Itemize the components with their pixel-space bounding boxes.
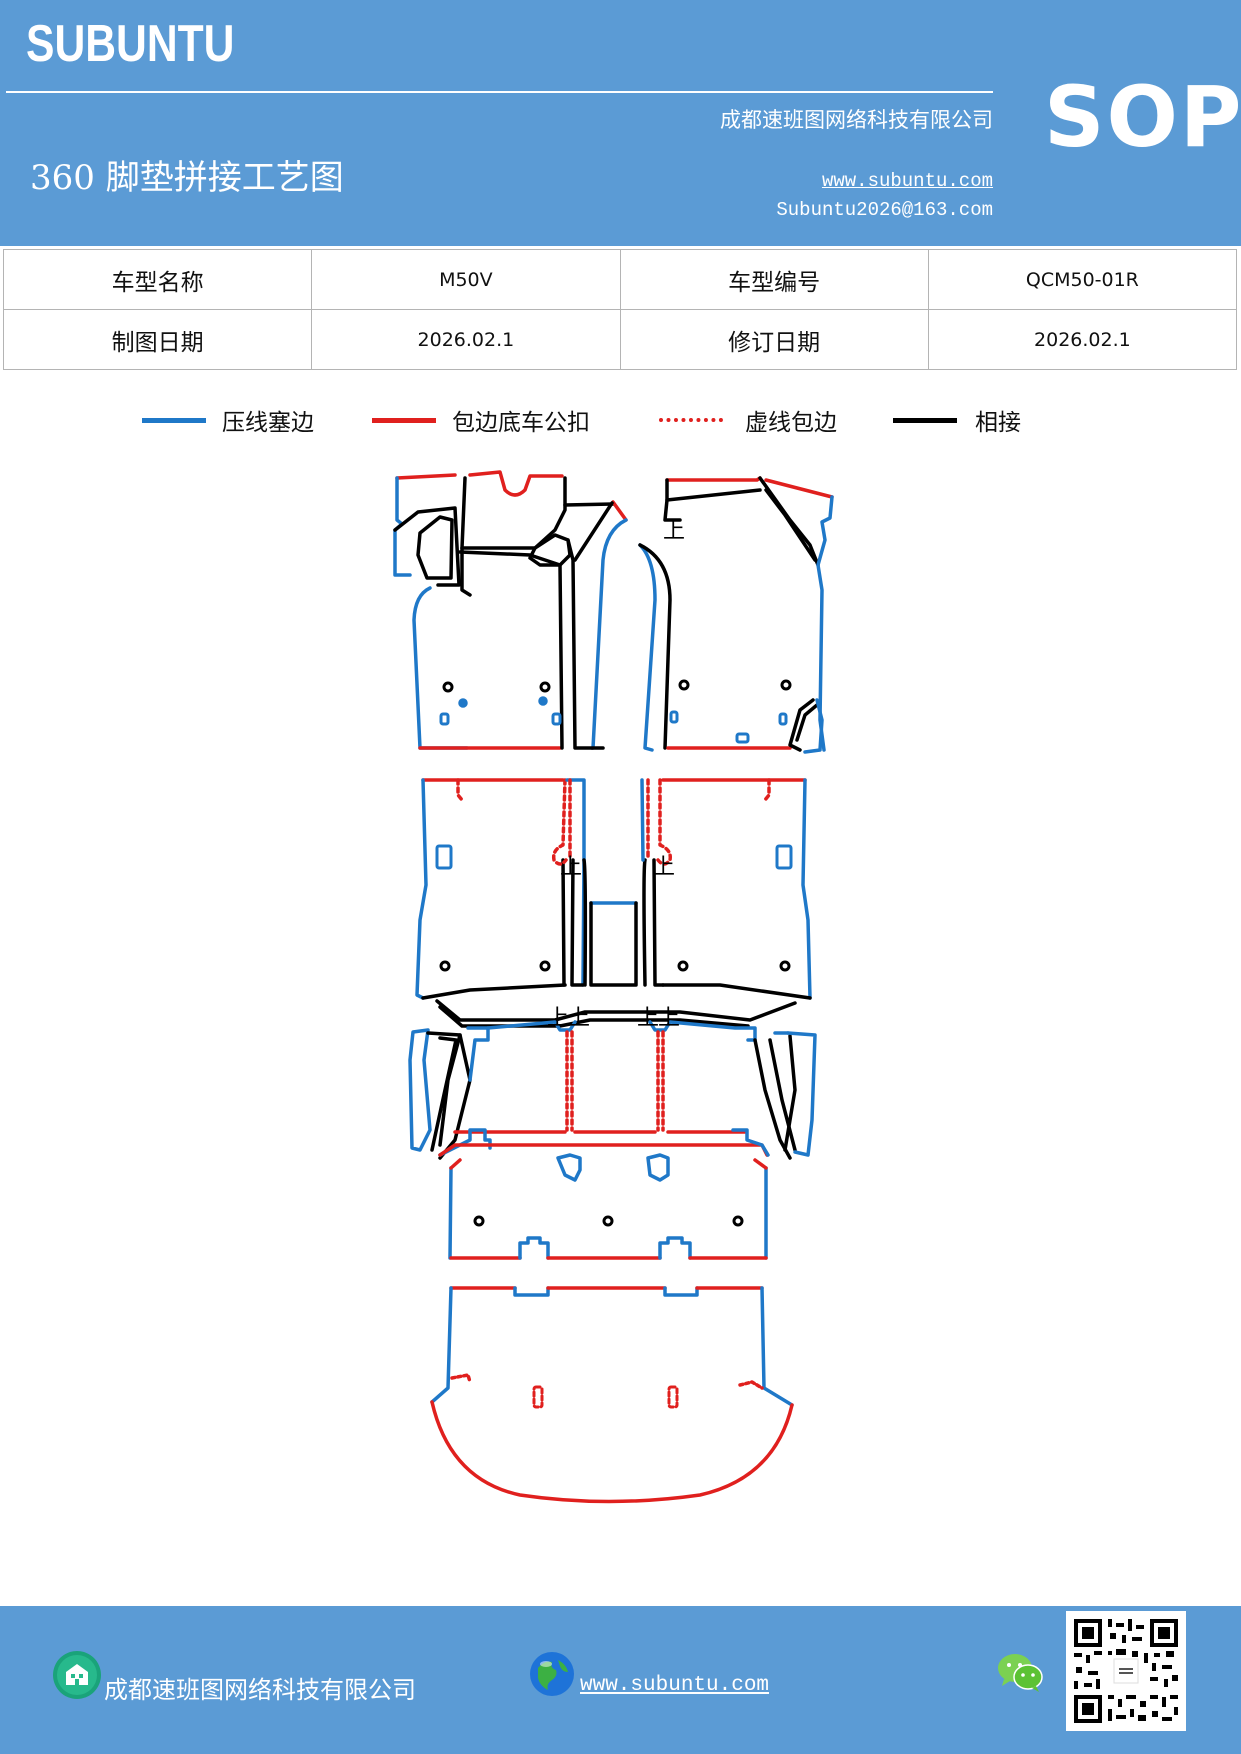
model-name-value: M50V bbox=[311, 249, 621, 310]
model-name-label: 车型名称 bbox=[2, 249, 313, 310]
header-divider bbox=[6, 91, 993, 93]
wechat-icon bbox=[998, 1654, 1043, 1692]
header-company: 成都速班图网络科技有限公司 bbox=[720, 108, 993, 132]
up-mark: 上 bbox=[653, 855, 676, 880]
building-icon bbox=[53, 1651, 101, 1699]
legend-swatch-black bbox=[893, 417, 957, 423]
footer-company: 成都速班图网络科技有限公司 bbox=[104, 1676, 416, 1704]
revise-date-value: 2026.02.1 bbox=[927, 309, 1238, 370]
legend: 压线塞边 包边底车公扣 虚线包边 相接 bbox=[0, 395, 1241, 445]
legend-item-press-line: 压线塞边 bbox=[142, 395, 314, 445]
connector-strip bbox=[435, 999, 797, 1028]
legend-label: 压线塞边 bbox=[222, 410, 314, 436]
up-mark: 上 bbox=[547, 1006, 570, 1031]
sop-badge: SOP bbox=[1044, 68, 1241, 166]
legend-swatch-red-dotted bbox=[659, 418, 723, 422]
revise-date-label: 修订日期 bbox=[619, 309, 929, 370]
up-mark: 上 bbox=[637, 1006, 660, 1031]
header-banner: SUBUNTU 成都速班图网络科技有限公司 360 脚垫拼接工艺图 www.su… bbox=[0, 0, 1241, 246]
legend-label: 虚线包边 bbox=[745, 410, 837, 436]
legend-item-dotted-edge: 虚线包边 bbox=[659, 395, 837, 445]
legend-item-wrap-edge: 包边底车公扣 bbox=[372, 395, 590, 445]
qr-code[interactable] bbox=[1066, 1611, 1186, 1731]
draw-date-value: 2026.02.1 bbox=[311, 309, 621, 370]
legend-label: 包边底车公扣 bbox=[452, 410, 590, 436]
up-mark: 上 bbox=[560, 855, 583, 880]
info-table: 车型名称 M50V 车型编号 QCM50-01R 制图日期 2026.02.1 … bbox=[2, 249, 1238, 370]
middle-left-mat bbox=[415, 778, 586, 1000]
trunk-rear-mat bbox=[430, 1286, 794, 1504]
trunk-front-mat bbox=[438, 1128, 770, 1260]
legend-swatch-red bbox=[372, 417, 436, 423]
header-website-link[interactable]: www.subuntu.com bbox=[821, 170, 993, 192]
legend-label: 相接 bbox=[975, 410, 1021, 436]
front-left-mat bbox=[393, 470, 628, 750]
up-mark: 上 bbox=[568, 1006, 591, 1031]
model-code-value: QCM50-01R bbox=[927, 249, 1238, 310]
up-mark: 上 bbox=[658, 1006, 681, 1031]
legend-swatch-blue bbox=[142, 417, 206, 423]
table-row: 车型名称 M50V 车型编号 QCM50-01R bbox=[2, 249, 1238, 310]
globe-icon bbox=[530, 1652, 574, 1696]
header-email[interactable]: Subuntu2026@163.com bbox=[776, 199, 993, 221]
brand-logo: SUBUNTU bbox=[26, 15, 235, 73]
draw-date-label: 制图日期 bbox=[2, 309, 313, 370]
page-title: 360 脚垫拼接工艺图 bbox=[30, 158, 344, 198]
up-mark: 上 bbox=[663, 519, 686, 544]
rear-row-mat bbox=[408, 1020, 817, 1160]
middle-tunnel-mat bbox=[582, 858, 647, 987]
legend-item-join: 相接 bbox=[893, 395, 1021, 445]
table-row: 制图日期 2026.02.1 修订日期 2026.02.1 bbox=[2, 309, 1238, 370]
model-code-label: 车型编号 bbox=[619, 249, 929, 310]
middle-right-mat bbox=[640, 778, 812, 1000]
footer-website-link[interactable]: www.subuntu.com bbox=[580, 1674, 770, 1697]
